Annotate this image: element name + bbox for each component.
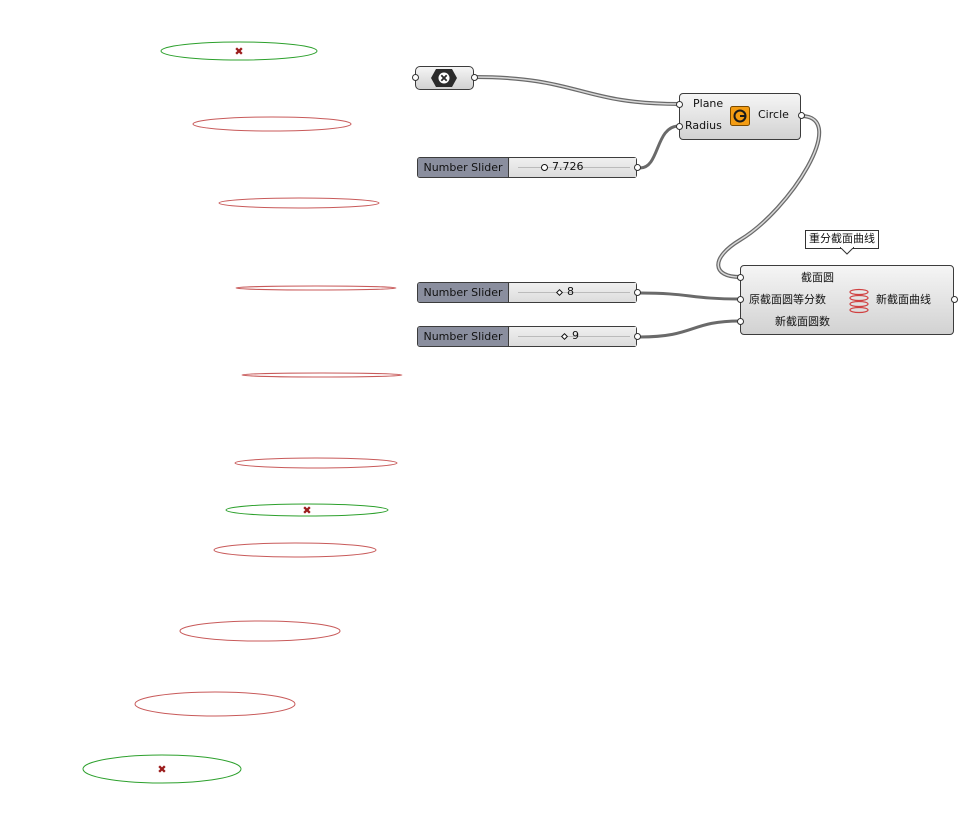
input-label-radius: Radius <box>685 119 722 132</box>
number-slider-new-count[interactable]: Number Slider 9 <box>417 326 641 347</box>
redivide-section-curve-cluster[interactable]: 截面圆 原截面圆等分数 新截面圆数 新截面曲线 <box>737 265 958 335</box>
cluster-tooltip: 重分截面曲线 <box>805 230 879 249</box>
slider-name: Number Slider <box>418 283 509 302</box>
wire <box>473 76 680 105</box>
section-curve-new <box>235 285 397 291</box>
slider-value: 8 <box>567 285 574 298</box>
section-curve-new <box>218 197 380 209</box>
point-marker-icon: ✖ <box>302 504 311 517</box>
section-circle-original <box>160 41 318 61</box>
output-label-circle: Circle <box>758 108 789 121</box>
output-port-new-section-curve[interactable] <box>951 296 958 303</box>
number-slider-radius[interactable]: Number Slider 7.726 <box>417 157 641 178</box>
slider-value: 7.726 <box>552 160 584 173</box>
cluster-tooltip-text: 重分截面曲线 <box>809 232 875 245</box>
input-label-divisions: 原截面圆等分数 <box>749 293 826 306</box>
section-curve-new <box>179 620 341 642</box>
slider-name: Number Slider <box>418 158 509 177</box>
output-port[interactable] <box>634 333 641 340</box>
slider-knob[interactable] <box>541 164 548 171</box>
slider-value: 9 <box>572 329 579 342</box>
circle-component[interactable]: Plane Radius Circle <box>676 93 805 140</box>
point-param-node[interactable] <box>412 66 478 90</box>
output-port[interactable] <box>634 289 641 296</box>
spring-coil-icon <box>849 288 869 314</box>
section-circle-original <box>225 503 389 517</box>
input-port-divisions[interactable] <box>737 296 744 303</box>
input-port-new-count[interactable] <box>737 318 744 325</box>
wire <box>638 124 681 170</box>
section-curve-new <box>241 372 403 378</box>
slider-track[interactable]: 7.726 <box>510 158 636 177</box>
x-hex-icon <box>431 69 457 87</box>
output-port[interactable] <box>634 164 641 171</box>
input-port-section-circle[interactable] <box>737 274 744 281</box>
output-port-circle[interactable] <box>798 112 805 119</box>
output-label-new-section-curve: 新截面曲线 <box>876 293 931 306</box>
wire <box>638 291 742 301</box>
input-port-plane[interactable] <box>676 101 683 108</box>
input-label-new-count: 新截面圆数 <box>775 315 830 328</box>
section-curve-new <box>134 691 296 717</box>
wire <box>716 114 822 279</box>
circle-component-icon <box>730 106 750 126</box>
point-marker-icon: ✖ <box>157 763 166 776</box>
slider-track[interactable]: 9 <box>510 327 636 346</box>
section-circle-original <box>82 754 242 784</box>
wire <box>717 115 820 278</box>
input-label-section-circle: 截面圆 <box>801 271 834 284</box>
number-slider-divisions[interactable]: Number Slider 8 <box>417 282 641 303</box>
slider-knob[interactable] <box>560 332 569 341</box>
input-port[interactable] <box>412 74 419 81</box>
point-marker-icon: ✖ <box>234 45 243 58</box>
slider-name: Number Slider <box>418 327 509 346</box>
input-label-plane: Plane <box>693 97 724 110</box>
slider-knob[interactable] <box>555 288 564 297</box>
section-curve-new <box>213 542 377 558</box>
section-curve-new <box>192 116 352 132</box>
slider-track[interactable]: 8 <box>510 283 636 302</box>
input-port-radius[interactable] <box>676 123 683 130</box>
tooltip-pointer-icon <box>840 247 854 255</box>
output-port[interactable] <box>471 74 478 81</box>
section-curve-new <box>234 457 398 469</box>
wire <box>638 319 742 339</box>
